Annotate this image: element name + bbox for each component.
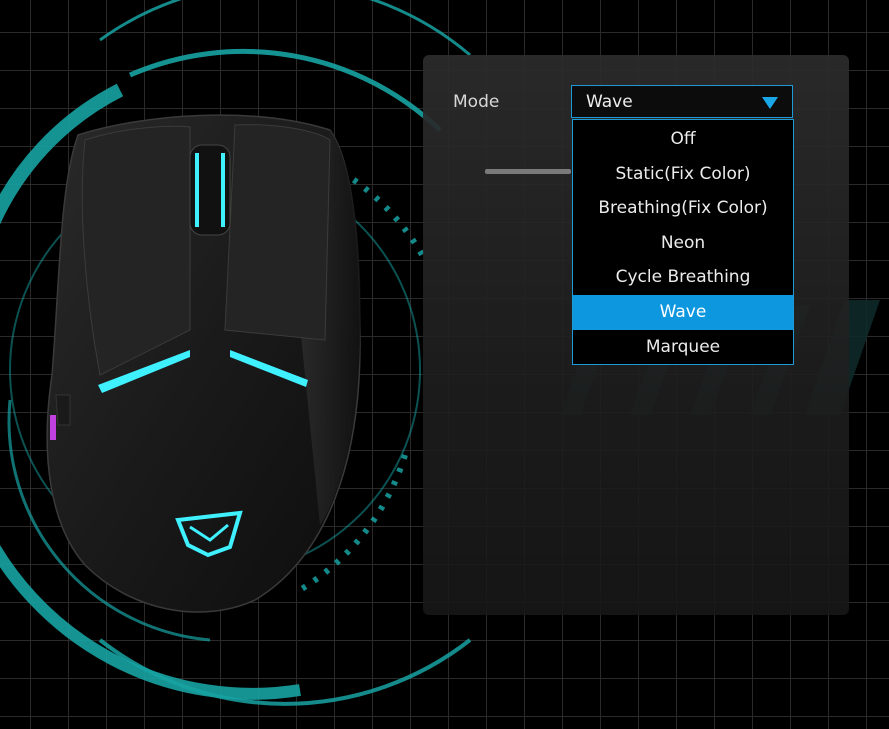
gaming-mouse-image [46,114,361,613]
mode-option[interactable]: Static(Fix Color) [615,163,751,184]
caret-down-icon[interactable] [762,97,778,109]
mode-dropdown[interactable]: Wave [571,85,793,118]
mode-dropdown-value: Wave [586,92,633,112]
mode-option[interactable]: Cycle Breathing [615,267,751,288]
mode-label: Mode [453,92,500,112]
mode-option[interactable]: Breathing(Fix Color) [598,198,768,219]
mode-option[interactable]: Marquee [645,336,721,357]
mode-option[interactable]: Off [670,129,696,149]
slider-track[interactable] [485,169,571,174]
mode-option[interactable]: Neon [660,232,706,253]
mode-option[interactable]: Wave [573,294,793,330]
